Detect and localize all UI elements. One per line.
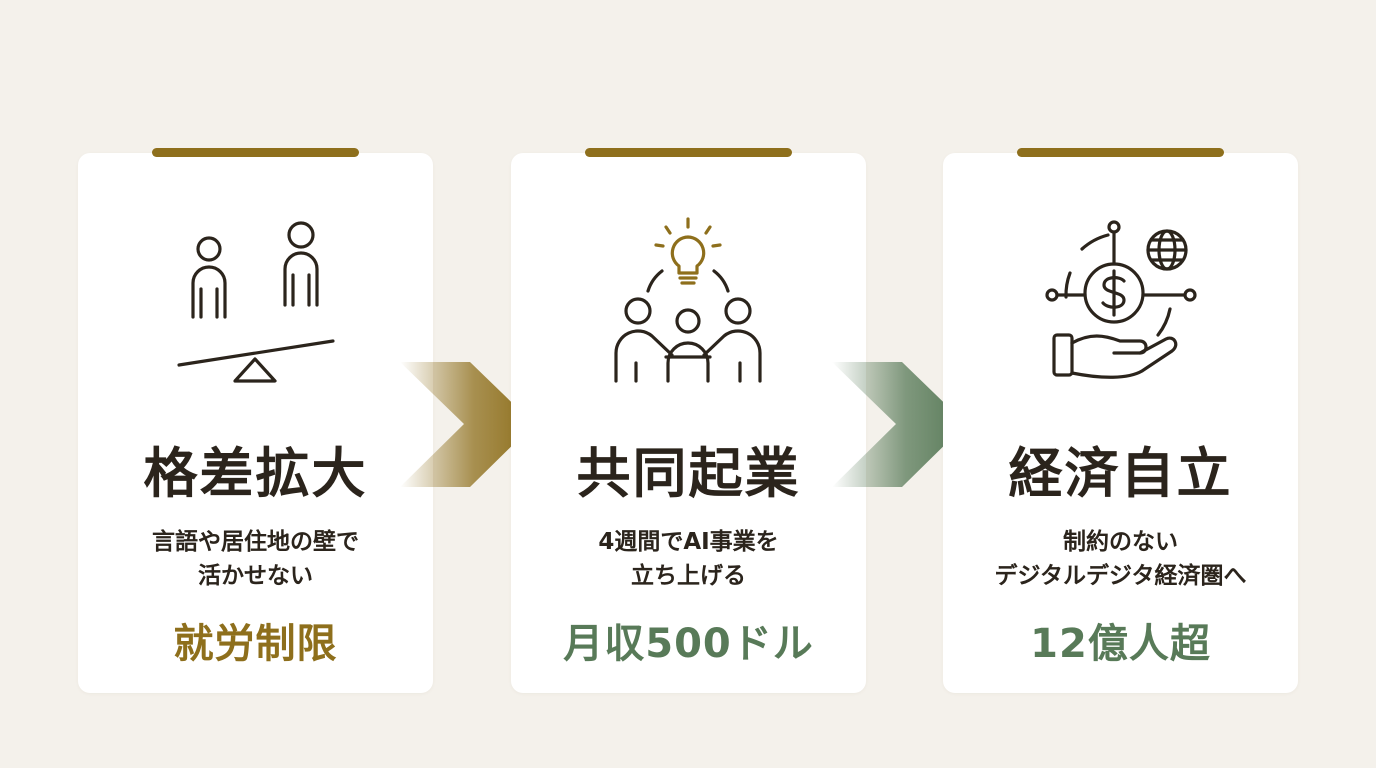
desc-line: 立ち上げる (631, 563, 746, 589)
arrow-right-icon (400, 362, 534, 487)
card-description: 言語や居住地の壁で 活かせない (78, 525, 433, 593)
card-description: 制約のない デジタルデジタ経済圏へ (943, 525, 1298, 593)
desc-line: デジタルデジタ経済圏へ (994, 563, 1247, 589)
card-economic-independence: 経済自立 制約のない デジタルデジタ経済圏へ 12億人超 (943, 148, 1298, 693)
card-tab (1017, 148, 1224, 157)
card-tab (152, 148, 359, 157)
seesaw-people-icon (177, 221, 335, 383)
card-title: 格差拡大 (143, 441, 368, 505)
digital-economy-icon (1045, 220, 1197, 379)
desc-line: 4週間でAI事業を (598, 529, 779, 555)
card-title: 共同起業 (576, 441, 801, 505)
desc-line: 制約のない (1063, 529, 1178, 555)
desc-line: 活かせない (198, 563, 313, 589)
card-title: 経済自立 (1008, 441, 1233, 505)
arrow-right-icon (832, 362, 966, 487)
card-inequality: 格差拡大 言語や居住地の壁で 活かせない 就労制限 (78, 148, 433, 693)
card-highlight: 就労制限 (173, 621, 338, 667)
card-highlight: 月収500ドル (563, 621, 814, 667)
card-tab (585, 148, 792, 157)
card-co-founding: 共同起業 4週間でAI事業を 立ち上げる 月収500ドル (511, 148, 866, 693)
desc-line: 言語や居住地の壁で (152, 529, 359, 555)
card-description: 4週間でAI事業を 立ち上げる (511, 525, 866, 593)
team-idea-icon (614, 217, 762, 383)
card-highlight: 12億人超 (1030, 621, 1211, 667)
